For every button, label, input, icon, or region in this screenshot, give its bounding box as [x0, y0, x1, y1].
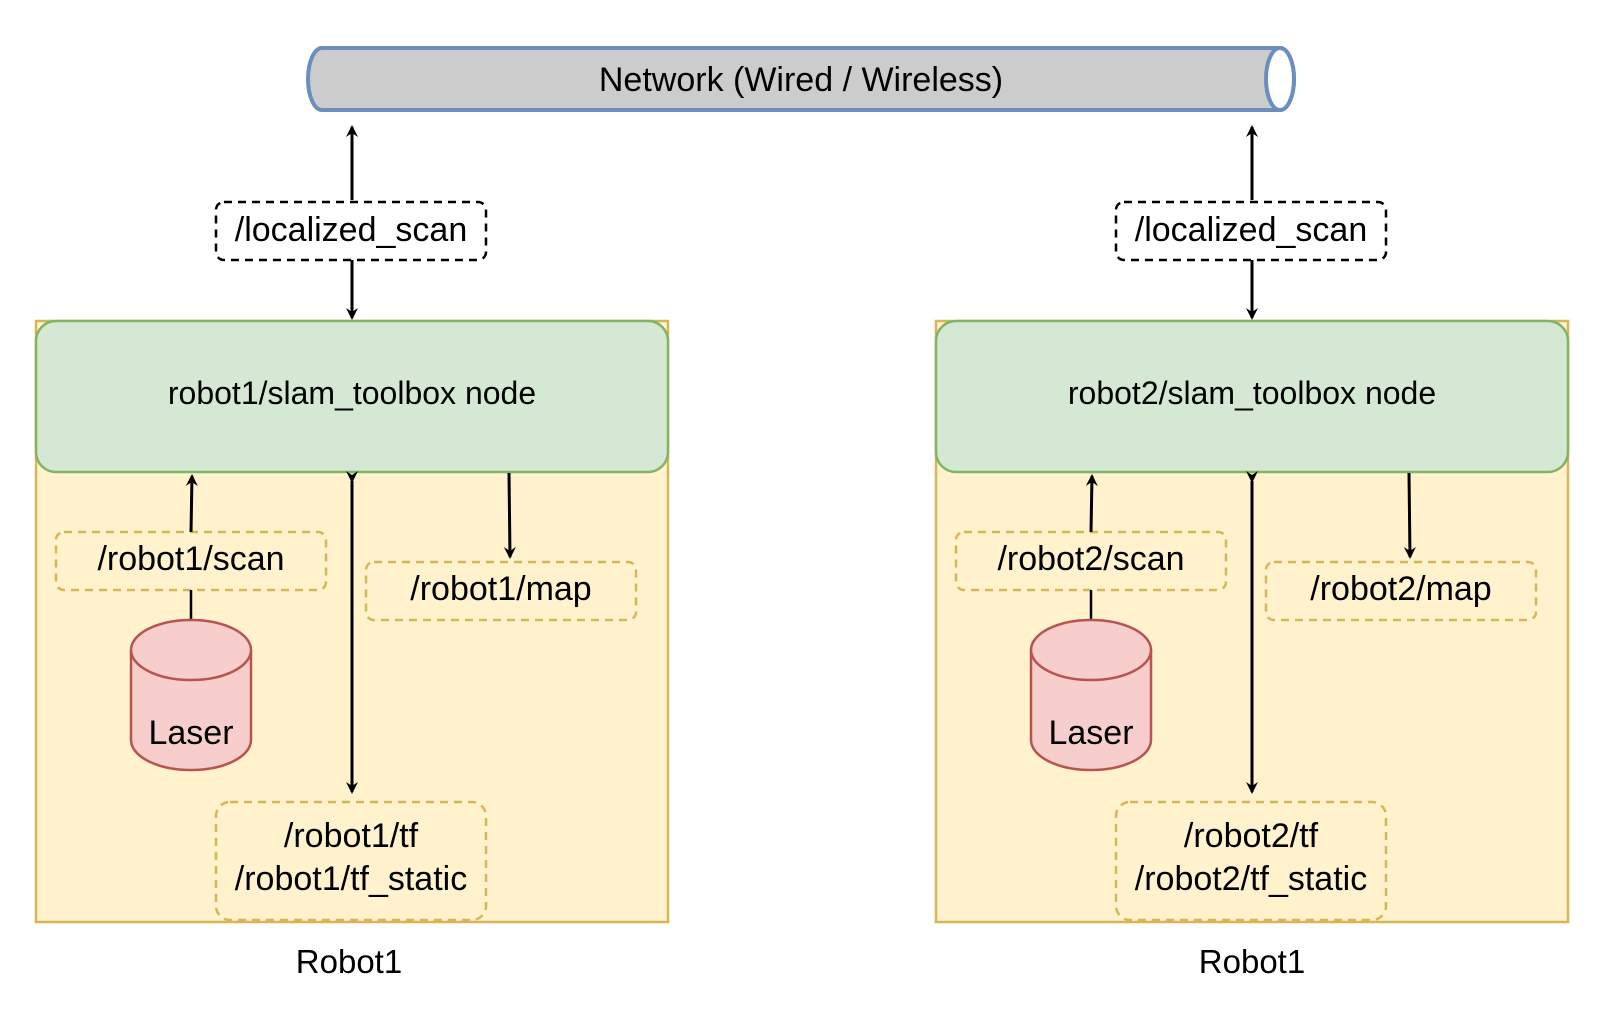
slam-node-label: robot2/slam_toolbox node [1068, 375, 1436, 411]
scan-topic-label: /robot1/scan [97, 540, 284, 578]
laser-label: Laser [1048, 714, 1133, 752]
network-bus-end [1264, 46, 1296, 112]
arrow-node-to-map [1403, 472, 1416, 559]
robot2-group: /localized_scan robot2/slam_toolbox node… [934, 125, 1570, 980]
scan-topic-label: /robot2/scan [997, 540, 1184, 578]
arrow-node-to-map [503, 472, 516, 559]
arrow-scan-to-node [185, 474, 198, 533]
localized-scan-topic [214, 200, 488, 262]
map-topic [1264, 560, 1538, 622]
map-topic-label: /robot1/map [410, 570, 591, 608]
robot-caption: Robot1 [1199, 943, 1305, 980]
tf-topic [214, 800, 488, 922]
network-bus: Network (Wired / Wireless) [306, 46, 1296, 112]
tf-label: /robot1/tf [284, 817, 419, 855]
tf-static-label: /robot1/tf_static [235, 860, 467, 898]
laser-body [1029, 650, 1153, 772]
slam-node-label: robot1/slam_toolbox node [168, 375, 536, 411]
laser-label: Laser [148, 714, 233, 752]
tf-topic [1114, 800, 1388, 922]
laser-top [1029, 618, 1153, 682]
tf-label: /robot2/tf [1184, 817, 1319, 855]
robot1-group: /localized_scan robot1/slam_toolbox node… [34, 125, 670, 980]
network-label: Network (Wired / Wireless) [599, 61, 1003, 99]
localized-scan-label: /localized_scan [1135, 211, 1367, 249]
map-topic [364, 560, 638, 622]
tf-static-label: /robot2/tf_static [1135, 860, 1367, 898]
arrow-scan-to-node [1085, 474, 1098, 533]
laser-body [129, 650, 253, 772]
localized-scan-topic [1114, 200, 1388, 262]
laser-top [129, 618, 253, 682]
map-topic-label: /robot2/map [1310, 570, 1491, 608]
localized-scan-label: /localized_scan [235, 211, 467, 249]
robot-caption: Robot1 [296, 943, 402, 980]
